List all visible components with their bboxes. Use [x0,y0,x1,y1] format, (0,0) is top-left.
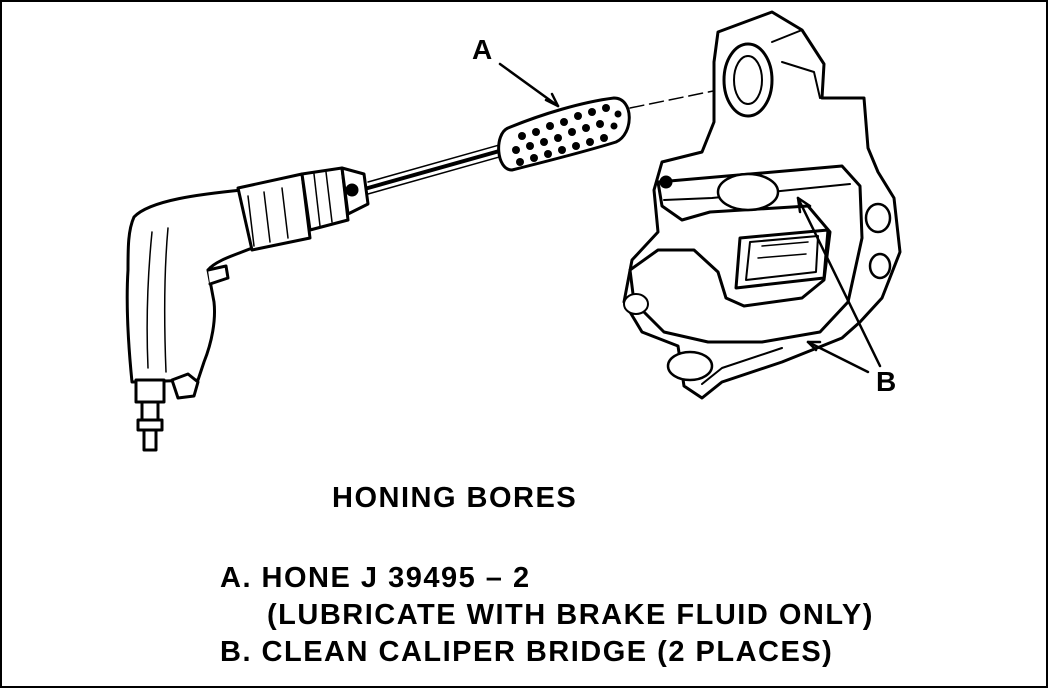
figure-caption: HONING BORES [332,482,578,514]
legend-item-b: B. CLEAN CALIPER BRIDGE (2 PLACES) [220,636,834,668]
hone-tool-icon [366,89,719,195]
air-drill-icon [125,166,370,452]
caliper-housing-icon [622,10,902,400]
callout-label-b: B [876,366,897,397]
legend-item-a-note: (LUBRICATE WITH BRAKE FLUID ONLY) [267,599,874,631]
legend-item-a: A. HONE J 39495 – 2 [220,562,531,594]
callout-leaders [498,62,882,374]
callout-label-a: A [472,34,493,65]
